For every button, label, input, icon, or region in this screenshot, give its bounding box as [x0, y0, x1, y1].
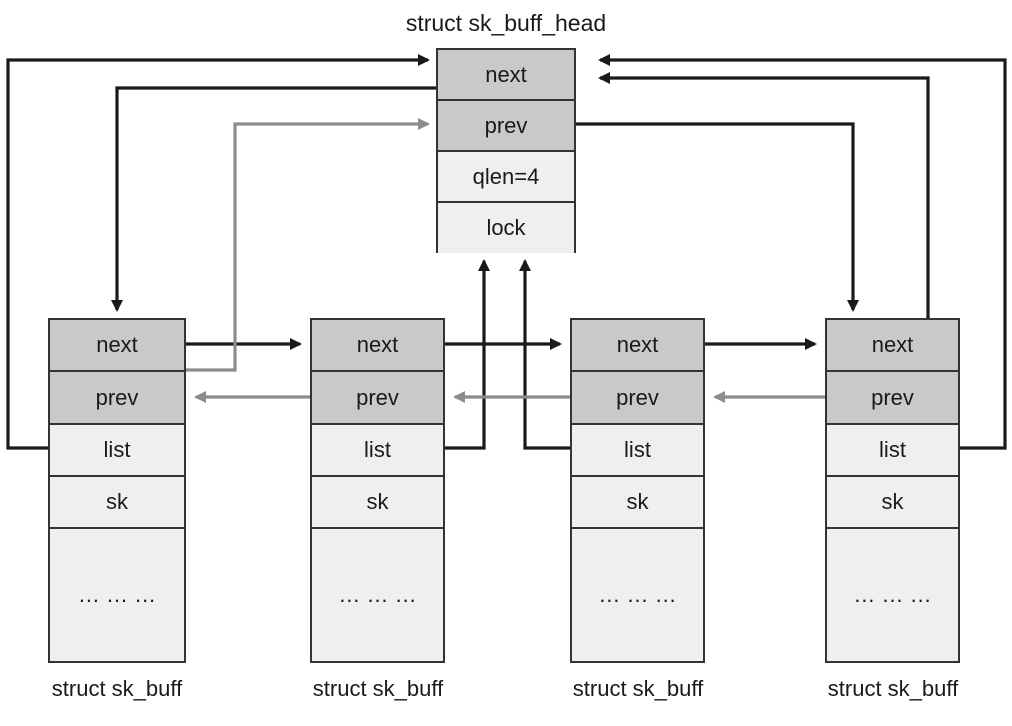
struct-sk-buff-head: next prev qlen=4 lock [436, 48, 576, 253]
buf2-field-ellipsis: … … … [312, 529, 443, 661]
struct-sk-buff-3: next prev list sk … … … [570, 318, 705, 663]
wire-buf2-list-to-head [445, 259, 490, 450]
wire-buf3-list-to-head [519, 259, 570, 450]
buf4-caption: struct sk_buff [827, 676, 959, 701]
buf1-field-sk: sk [50, 477, 184, 529]
head-field-lock: lock [438, 203, 574, 253]
buf3-field-list: list [572, 425, 703, 477]
wire-buf4-next-to-head [598, 72, 930, 318]
buf1-field-next: next [50, 320, 184, 372]
wire-head-prev-to-buf4 [576, 122, 859, 312]
buf2-field-prev: prev [312, 372, 443, 425]
buf2-field-next: next [312, 320, 443, 372]
buf4-field-sk: sk [827, 477, 958, 529]
buf2-field-list: list [312, 425, 443, 477]
buf3-field-prev: prev [572, 372, 703, 425]
buf1-caption: struct sk_buff [51, 676, 183, 701]
head-title: struct sk_buff_head [405, 10, 607, 36]
struct-sk-buff-1: next prev list sk … … … [48, 318, 186, 663]
wire-buf4-list-to-head-next [598, 54, 1007, 450]
buf1-field-prev: prev [50, 372, 184, 425]
buf3-field-sk: sk [572, 477, 703, 529]
buf2-field-sk: sk [312, 477, 443, 529]
buf3-caption: struct sk_buff [572, 676, 704, 701]
buf4-field-list: list [827, 425, 958, 477]
buf4-field-ellipsis: … … … [827, 529, 958, 661]
wire-buf1-prev-to-head-prev [186, 118, 430, 372]
buf4-field-next: next [827, 320, 958, 372]
buf3-field-next: next [572, 320, 703, 372]
buf1-field-list: list [50, 425, 184, 477]
buf4-field-prev: prev [827, 372, 958, 425]
head-field-next: next [438, 50, 574, 101]
buf1-field-ellipsis: … … … [50, 529, 184, 661]
struct-sk-buff-4: next prev list sk … … … [825, 318, 960, 663]
wire-buf1-list-to-head-next [6, 54, 430, 450]
wire-head-next-to-buf1 [111, 86, 436, 312]
head-field-prev: prev [438, 101, 574, 152]
head-field-qlen: qlen=4 [438, 152, 574, 203]
buf3-field-ellipsis: … … … [572, 529, 703, 661]
struct-sk-buff-2: next prev list sk … … … [310, 318, 445, 663]
buf2-caption: struct sk_buff [312, 676, 444, 701]
